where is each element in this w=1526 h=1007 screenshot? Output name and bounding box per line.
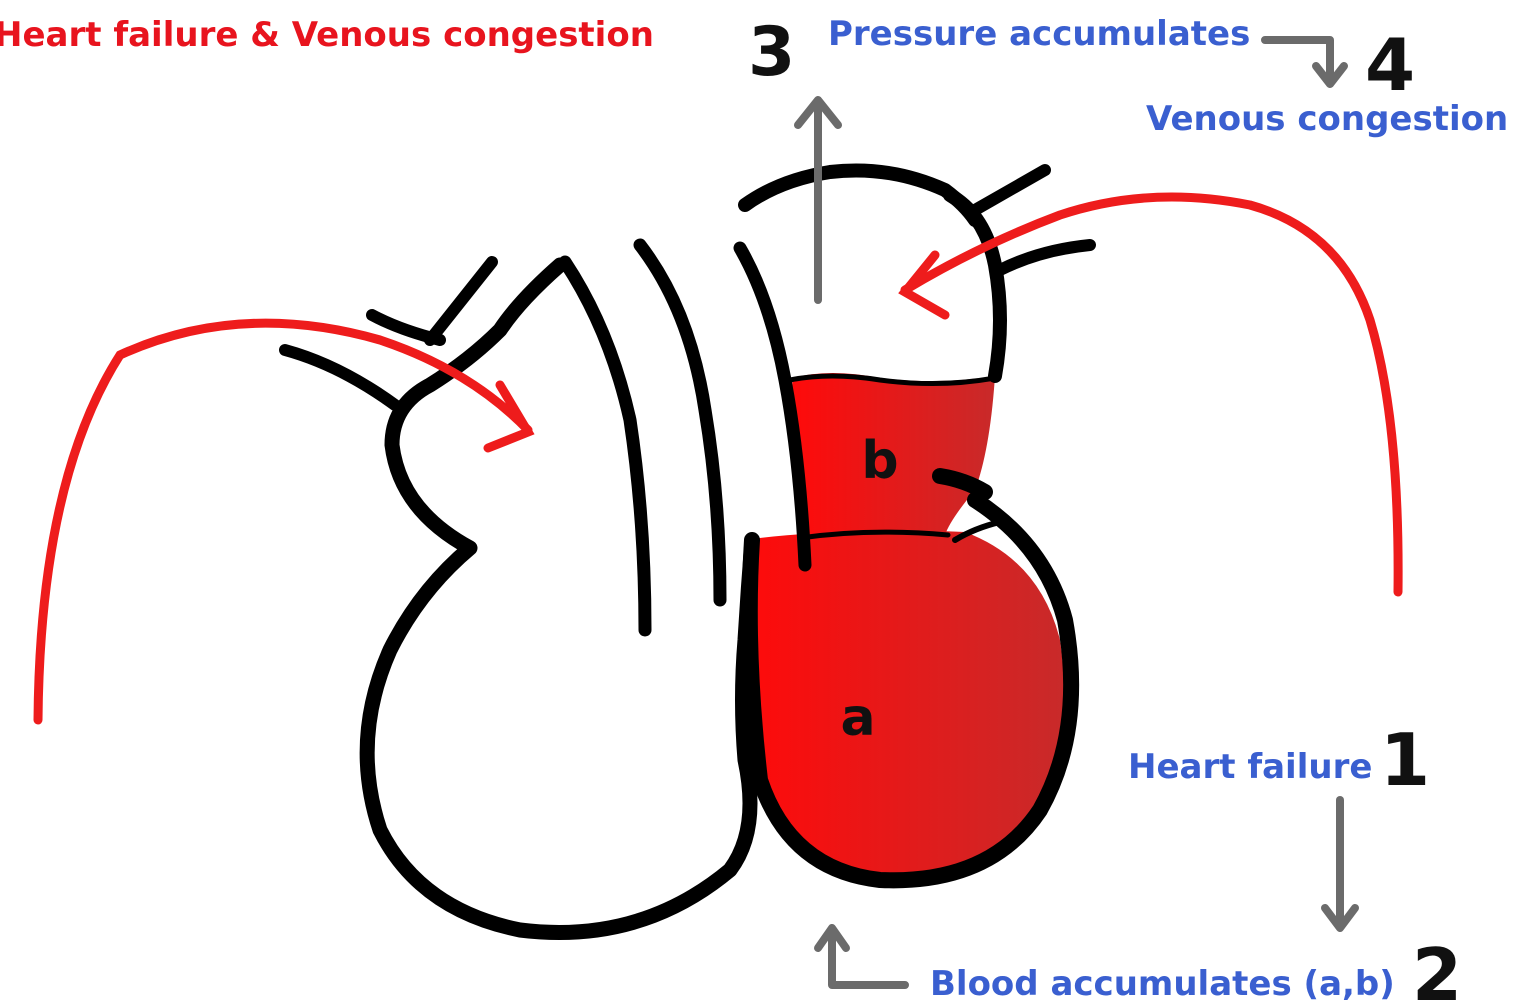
step-4-number: 4 — [1365, 23, 1415, 107]
diagram-title: Heart failure & Venous congestion — [0, 15, 654, 55]
step-3-number: 3 — [748, 13, 795, 92]
step-1-label: Heart failure — [1128, 747, 1372, 787]
chamber-label-b: b — [861, 431, 898, 491]
right-flow-arrowhead — [905, 255, 945, 315]
step-4-label: Venous congestion — [1146, 99, 1508, 139]
step-2-label: Blood accumulates (a,b) — [930, 964, 1395, 1004]
left-flow-arrow — [38, 323, 528, 720]
chamber-label-a: a — [840, 688, 875, 748]
step-2-number: 2 — [1412, 933, 1462, 1007]
step-3-label: Pressure accumulates — [828, 14, 1250, 54]
step-1-number: 1 — [1380, 718, 1430, 802]
